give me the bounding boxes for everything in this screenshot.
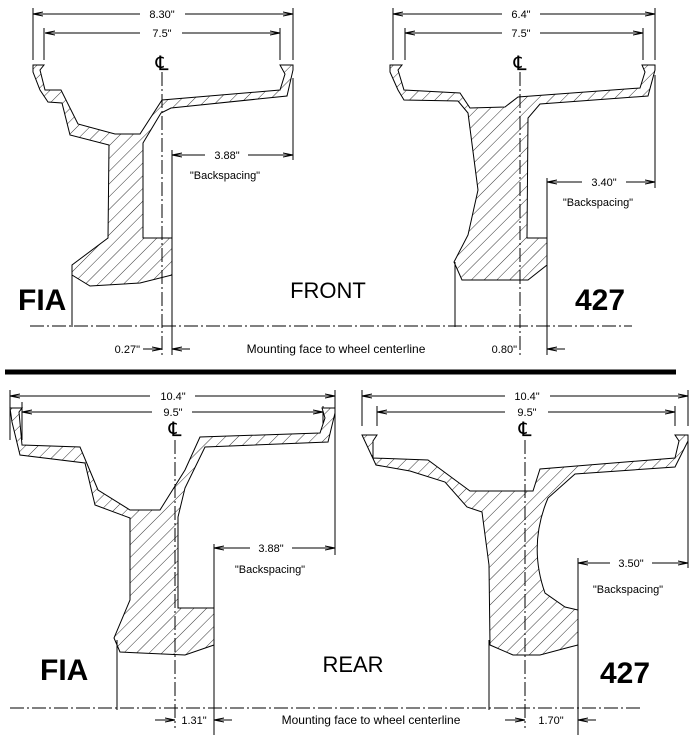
rim-width-label: 9.5" bbox=[163, 407, 182, 419]
rear-fia-wheel: 10.4" 9.5" ℄ 3.88" "Backspacing" FIA 1.3… bbox=[9, 390, 336, 735]
car427-label: 427 bbox=[600, 657, 650, 690]
car427-label: 427 bbox=[575, 284, 625, 317]
reference-lines bbox=[71, 78, 294, 355]
overall-width-label: 8.30" bbox=[149, 9, 174, 21]
backspacing-value: 3.88" bbox=[258, 543, 283, 555]
rim-width-label: 9.5" bbox=[517, 407, 536, 419]
fia-label: FIA bbox=[40, 654, 88, 687]
rear-title: REAR bbox=[322, 652, 383, 677]
rear-427-wheel: 10.4" 9.5" ℄ 3.50" "Backspacing" 427 1.7… bbox=[361, 390, 689, 735]
backspacing-value: 3.50" bbox=[618, 558, 643, 570]
centerline-icon: ℄ bbox=[168, 419, 182, 441]
rim-width-label: 7.5" bbox=[511, 28, 530, 40]
overall-width-label: 6.4" bbox=[511, 9, 530, 21]
reference-lines bbox=[454, 75, 656, 355]
backspacing-label: "Backspacing" bbox=[593, 584, 663, 596]
mounting-note: Mounting face to wheel centerline bbox=[282, 713, 461, 727]
fia-label: FIA bbox=[18, 284, 66, 317]
wheel-profile bbox=[389, 64, 656, 281]
wheel-profile bbox=[32, 64, 294, 287]
overall-width-label: 10.4" bbox=[160, 391, 185, 403]
extension-lines bbox=[32, 8, 294, 60]
backspacing-label: "Backspacing" bbox=[563, 197, 633, 209]
reference-lines bbox=[488, 440, 689, 735]
backspacing-label: "Backspacing" bbox=[190, 170, 260, 182]
mounting-note: Mounting face to wheel centerline bbox=[247, 342, 426, 356]
extension-lines bbox=[361, 390, 689, 426]
centerline-icon: ℄ bbox=[155, 53, 169, 75]
front-fia-wheel: 8.30" 7.5" ℄ 3.88" "Backspacing" FIA 0.2… bbox=[18, 8, 294, 356]
rim-width-label: 7.5" bbox=[152, 28, 171, 40]
backspacing-value: 3.88" bbox=[214, 150, 239, 162]
front-427-wheel: 6.4" 7.5" ℄ 3.40" "Backspacing" 427 0.80… bbox=[389, 8, 656, 356]
reference-lines bbox=[116, 415, 336, 735]
wheel-profile bbox=[9, 407, 336, 656]
extension-lines bbox=[392, 8, 656, 60]
overall-width-label: 10.4" bbox=[514, 391, 539, 403]
offset-value: 1.31" bbox=[181, 715, 206, 727]
front-title: FRONT bbox=[290, 278, 366, 303]
centerline-icon: ℄ bbox=[513, 53, 527, 75]
backspacing-value: 3.40" bbox=[591, 177, 616, 189]
backspacing-label: "Backspacing" bbox=[235, 564, 305, 576]
offset-value: 0.80" bbox=[492, 344, 517, 356]
centerline-icon: ℄ bbox=[518, 419, 532, 441]
offset-value: 1.70" bbox=[538, 715, 563, 727]
offset-value: 0.27" bbox=[115, 344, 140, 356]
